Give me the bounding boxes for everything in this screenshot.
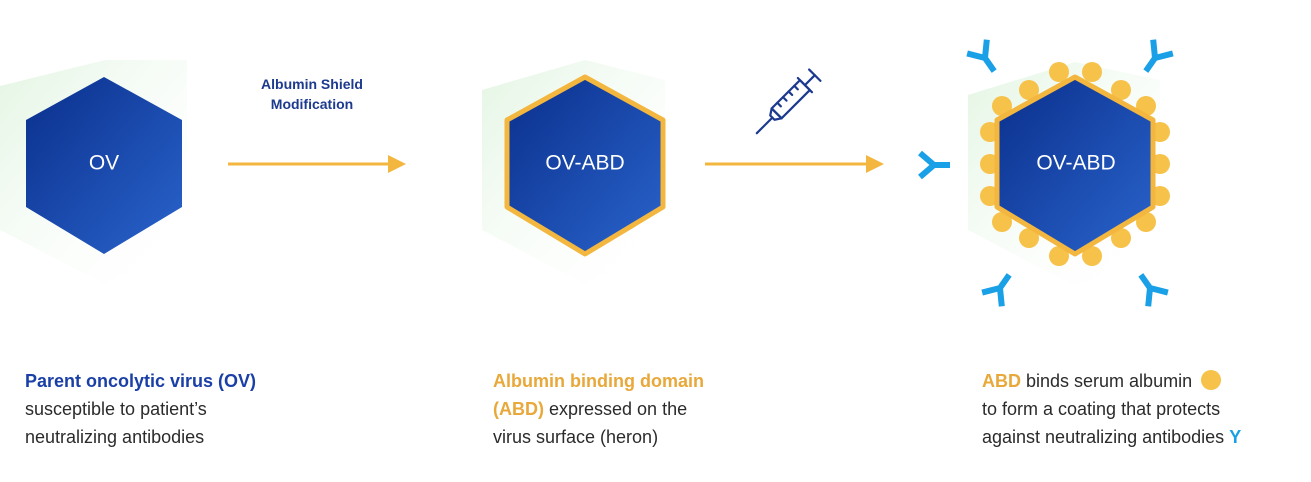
caption-1-line2: susceptible to patient’s — [25, 399, 207, 419]
albumin-dot-icon — [1201, 370, 1222, 390]
caption-2-line3: virus surface (heron) — [493, 427, 659, 447]
caption-3-line3: against neutralizing antibodies — [982, 427, 1225, 447]
caption-albumin-binding-domain: Albumin binding domain (ABD) expressed o… — [493, 367, 704, 451]
caption-2-abd: (ABD) — [493, 399, 544, 419]
arrow-label-line2: Modification — [271, 96, 353, 112]
antibody-y-icon — [982, 268, 1019, 306]
ov-abd-label: OV-ABD — [545, 152, 624, 175]
stage-albumin-coated: OV-ABD — [968, 62, 1170, 286]
caption-2-rest: expressed on the — [544, 399, 688, 419]
caption-parent-virus: Parent oncolytic virus (OV) susceptible … — [25, 367, 256, 451]
caption-2-heading: Albumin binding domain — [493, 371, 704, 391]
arrow-label-line1: Albumin Shield — [261, 76, 363, 92]
caption-1-line3: neutralizing antibodies — [25, 427, 205, 447]
stage-ov-abd: OV-ABD — [482, 60, 666, 284]
arrow-injection — [705, 155, 884, 173]
antibody-y-icon — [967, 40, 1004, 78]
antibody-y-icon — [1136, 40, 1173, 78]
antibody-y-glyph: Y — [1229, 427, 1242, 447]
ov-label: OV — [89, 152, 119, 175]
antibody-y-icon — [1131, 268, 1168, 306]
ov-abd-hexagon — [504, 74, 666, 257]
ov-abd-coated-label: OV-ABD — [1036, 152, 1115, 175]
caption-3-line2: to form a coating that protects — [982, 399, 1221, 419]
syringe-icon — [755, 68, 822, 135]
caption-albumin-coating: ABD binds serum albumin to form a coatin… — [982, 367, 1241, 451]
caption-3-abd: ABD — [982, 371, 1021, 391]
ov-abd-coated-hexagon — [994, 74, 1156, 257]
ov-hexagon — [26, 77, 182, 254]
caption-3-rest: binds serum albumin — [1021, 371, 1193, 391]
arrow-albumin-shield: Albumin Shield Modification — [228, 76, 406, 173]
albumin-coating — [980, 62, 1170, 266]
stage-ov: OV — [0, 60, 187, 284]
antibody-y-icon — [920, 153, 950, 177]
caption-1-heading: Parent oncolytic virus (OV) — [25, 371, 257, 391]
